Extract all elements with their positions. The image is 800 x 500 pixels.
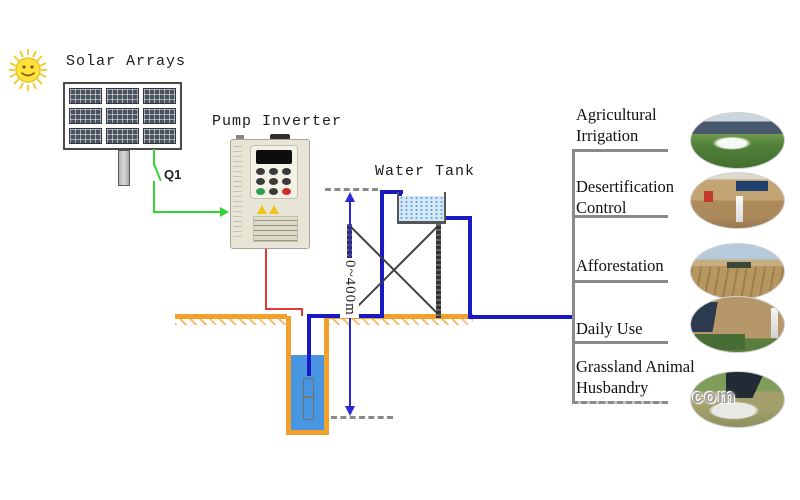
datum-dashed-line-top — [325, 188, 378, 191]
sun-icon — [9, 49, 47, 91]
inverter-handle — [270, 134, 290, 140]
pv-cell — [143, 88, 176, 104]
pv-cell — [106, 128, 139, 144]
pv-cell — [143, 128, 176, 144]
plowed-field-photo — [690, 243, 785, 300]
application-list-spine — [572, 150, 575, 404]
inverter-button — [256, 168, 265, 175]
pv-wire-segment — [153, 149, 155, 166]
watermark-text: com — [692, 386, 737, 408]
sheep-flock-photo — [690, 371, 785, 428]
pipe-tank-outlet — [446, 216, 472, 220]
pv-wire-segment — [153, 181, 155, 212]
inverter-run-button — [256, 188, 265, 195]
solar-array-pole — [118, 150, 130, 186]
pump-wire-segment — [265, 249, 267, 309]
application-label-desertification-control: Desertification Control — [576, 177, 675, 218]
list-divider — [572, 149, 668, 152]
pv-cell — [69, 88, 102, 104]
inverter-vents — [233, 146, 242, 238]
warning-triangle-icon — [269, 205, 279, 214]
pump-inverter-label: Pump Inverter — [212, 113, 343, 130]
application-label-grassland-animal-husbandry: Grassland Animal Husbandry — [576, 357, 695, 398]
pipe-outlet-down — [468, 216, 472, 319]
list-divider — [572, 401, 668, 404]
inverter-button — [269, 178, 278, 185]
water-tank — [397, 192, 446, 224]
tower-leg-right — [436, 224, 441, 318]
pipe-to-applications — [468, 315, 575, 319]
tank-water — [399, 196, 444, 221]
inverter-button — [256, 178, 265, 185]
list-divider — [572, 280, 668, 283]
irrigation-field-photo — [690, 112, 785, 169]
datum-dashed-line-bottom — [331, 416, 393, 419]
pipe-well-vertical — [307, 316, 311, 376]
submersible-pump — [303, 378, 314, 420]
pipe-tank-riser — [380, 190, 384, 318]
pv-wire-segment — [153, 211, 221, 213]
pipe-tank-top — [380, 190, 403, 194]
application-label-agricultural-irrigation: Agricultural Irrigation — [576, 105, 657, 146]
warning-triangle-icon — [257, 205, 267, 214]
measure-arrow-down-icon — [345, 406, 355, 416]
inverter-button — [282, 168, 291, 175]
desert-solar-well-photo — [690, 172, 785, 229]
pump-wire-segment — [265, 308, 303, 310]
inverter-button — [282, 178, 291, 185]
ground-right — [328, 314, 473, 325]
ground-left — [175, 314, 287, 325]
village-solar-photo — [690, 296, 785, 353]
well-depth-label: 0~400m — [340, 258, 359, 318]
list-divider — [572, 341, 668, 344]
inverter-notch — [236, 135, 244, 140]
inverter-nameplate — [253, 216, 298, 242]
water-tank-label: Water Tank — [375, 163, 476, 180]
pv-cell — [69, 108, 102, 124]
switch-q1-label: Q1 — [164, 167, 182, 182]
solar-arrays-label: Solar Arrays — [66, 53, 187, 70]
measure-arrow-up-icon — [345, 192, 355, 202]
pv-cell — [143, 108, 176, 124]
application-label-afforestation: Afforestation — [576, 256, 664, 275]
pv-cell — [69, 128, 102, 144]
switch-blade — [153, 163, 162, 182]
warning-triangles-icon — [257, 201, 281, 219]
application-label-daily-use: Daily Use — [576, 319, 643, 338]
inverter-stop-button — [282, 188, 291, 195]
list-divider — [572, 215, 668, 218]
inverter-buttons — [256, 168, 292, 195]
inverter-button — [269, 188, 278, 195]
green-arrow-icon — [220, 207, 229, 217]
pv-cell — [106, 88, 139, 104]
inverter-button — [269, 168, 278, 175]
inverter-display — [256, 150, 292, 164]
solar-array-panel — [63, 82, 182, 150]
pv-cell — [106, 108, 139, 124]
